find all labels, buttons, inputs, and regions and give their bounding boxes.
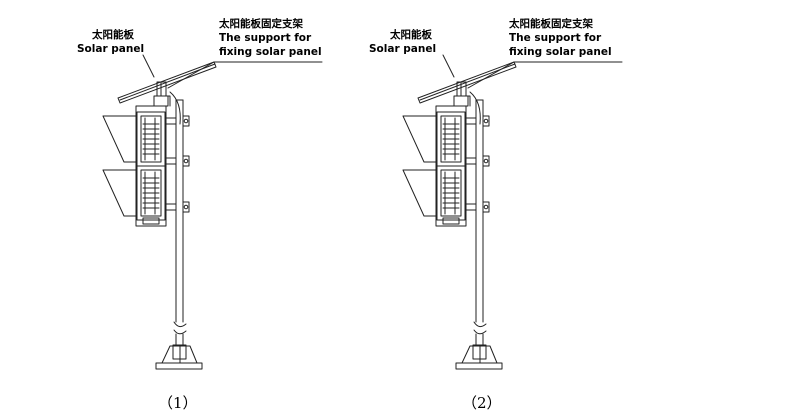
fig2-solar-panel (417, 61, 517, 104)
fig1-solar-panel-leader (142, 54, 155, 78)
fig2-pole (473, 99, 487, 346)
fig1-support-label-en-line1: The support for (219, 32, 312, 44)
fig1-solar-panel-label-en: Solar panel (77, 43, 145, 55)
fig2-support-label-en-line1: The support for (509, 32, 602, 44)
fig1-support-label-en-line2: fixing solar panel (219, 46, 322, 58)
fig2-support-label-en-line2: fixing solar panel (509, 46, 612, 58)
fig1-support-leader (167, 61, 323, 89)
fig2-solar-panel-leader (442, 54, 455, 78)
fig1-solar-panel (117, 61, 217, 104)
fig2-caption: （2） (462, 394, 502, 412)
fig2-pole-brackets (465, 115, 490, 213)
fig1-lamp-upper (102, 111, 166, 167)
fig1-pole-base (155, 344, 203, 370)
fig2-support-label-cn: 太阳能板固定支架 (509, 18, 593, 30)
fig1-panel-support-bracket (153, 81, 181, 125)
fig2-lamp-lower (402, 165, 466, 221)
fig2-support-leader (467, 61, 623, 89)
fig2-lamp-upper (402, 111, 466, 167)
fig1-solar-panel-label-cn: 太阳能板 (92, 29, 134, 41)
fig2-traffic-light (402, 54, 623, 370)
fig1-pole (173, 99, 187, 346)
fig2-solar-panel-label-cn: 太阳能板 (390, 29, 432, 41)
fig1-pole-brackets (165, 115, 190, 213)
fig1-caption: （1） (158, 394, 198, 412)
fig1-lamp-lower (102, 165, 166, 221)
fig1-support-label-cn: 太阳能板固定支架 (219, 18, 303, 30)
fig2-solar-panel-label-en: Solar panel (369, 43, 437, 55)
fig1-traffic-light (102, 54, 323, 370)
fig2-pole-base (455, 344, 503, 370)
